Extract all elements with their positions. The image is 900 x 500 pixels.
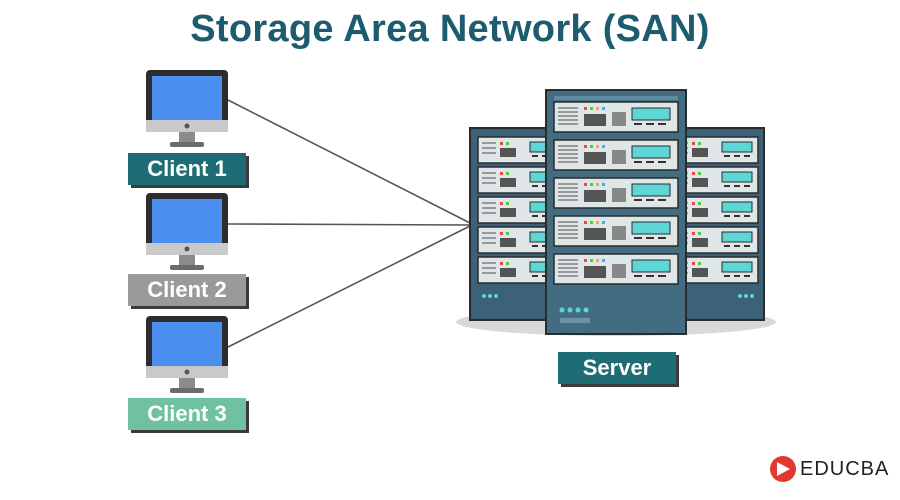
educba-logo-icon [770,456,796,482]
monitor-icon-client-1 [146,70,228,147]
client-2-label: Client 2 [128,274,246,306]
diagram-title: Storage Area Network (SAN) [190,8,710,50]
client-1-label: Client 1 [128,153,246,185]
server-rack-icon [456,89,776,336]
monitor-icon-client-3 [146,316,228,393]
client-3-label: Client 3 [128,398,246,430]
monitor-icon-client-2 [146,193,228,270]
server-label: Server [558,352,676,384]
line-client-2 [227,223,473,226]
line-client-1 [227,99,473,225]
connection-lines [227,99,473,348]
line-client-3 [227,224,473,348]
brand-name: EDUCBA [800,457,890,480]
educba-brand: EDUCBA [768,452,889,486]
